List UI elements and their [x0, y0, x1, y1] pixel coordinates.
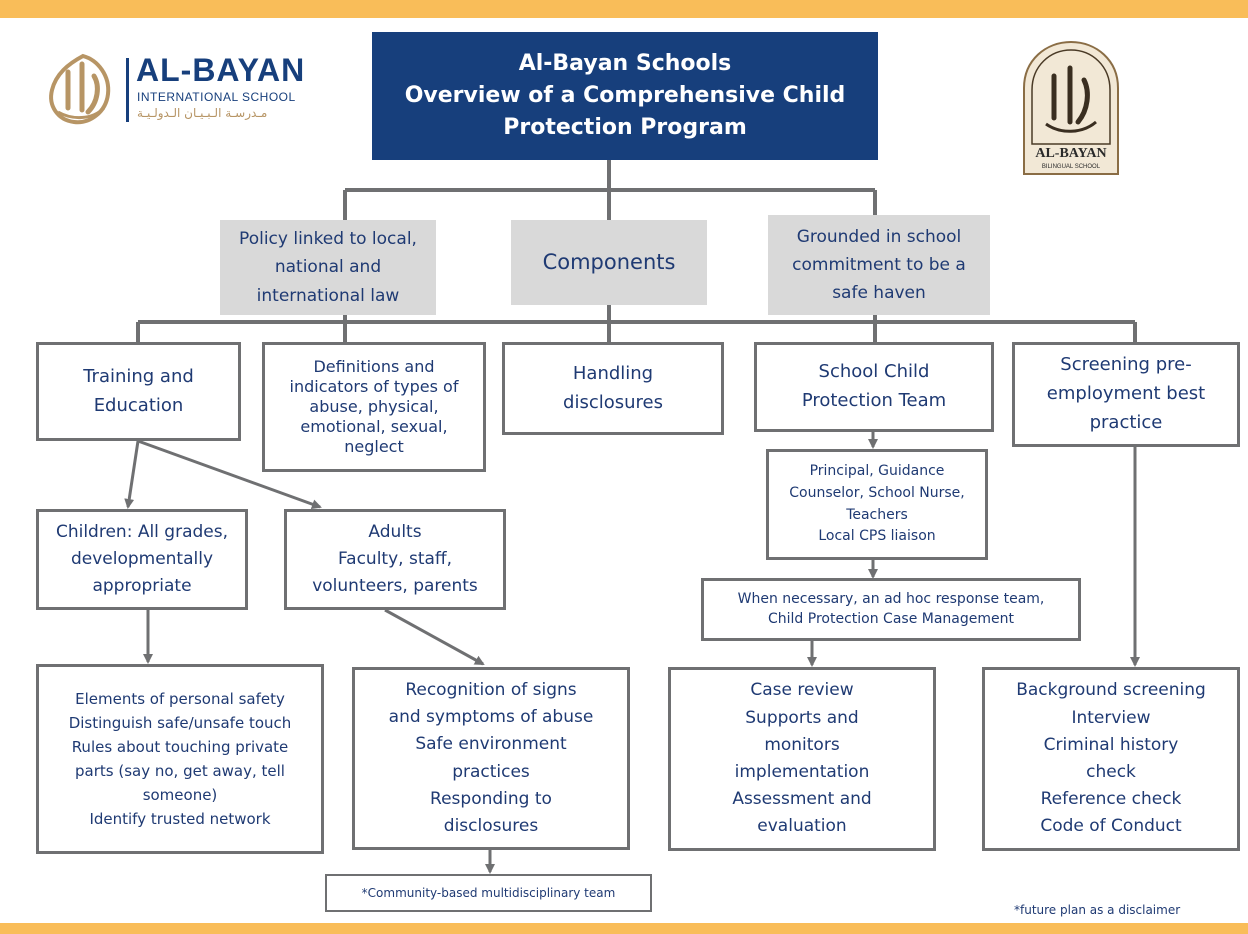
- title-text: Al-Bayan Schools Overview of a Comprehen…: [404, 51, 846, 140]
- adhoc-team-box: When necessary, an ad hoc response team,…: [701, 578, 1081, 641]
- screening-box: Screening pre- employment best practice: [1012, 342, 1240, 447]
- children-details-box: Elements of personal safety Distinguish …: [36, 664, 324, 854]
- handling-text: Handling disclosures: [563, 362, 663, 413]
- screening-details-box: Background screening Interview Criminal …: [982, 667, 1240, 851]
- team-members-text: Principal, Guidance Counselor, School Nu…: [789, 463, 965, 545]
- grounded-box: Grounded in school commitment to be a sa…: [768, 215, 990, 315]
- community-text: *Community-based multidisciplinary team: [361, 885, 616, 900]
- screening-text: Screening pre- employment best practice: [1046, 354, 1206, 433]
- training-text: Training and Education: [83, 365, 194, 416]
- community-team-box: *Community-based multidisciplinary team: [325, 874, 652, 912]
- logo-arabic: مـدرسـة الـبـيـان الـدولـيـة: [137, 106, 268, 120]
- protection-team-box: School Child Protection Team: [754, 342, 994, 432]
- arched-emblem-icon: [1023, 40, 1119, 175]
- definitions-box: Definitions and indicators of types of a…: [262, 342, 486, 472]
- components-text: Components: [542, 250, 676, 275]
- case-management-box: Case review Supports and monitors implem…: [668, 667, 936, 851]
- logo-right-name: AL-BAYAN: [1035, 146, 1107, 161]
- footnote: *future plan as a disclaimer: [1014, 903, 1181, 917]
- calligraphy-emblem-icon: [49, 53, 111, 125]
- children-box: Children: All grades, developmentally ap…: [36, 509, 248, 610]
- adults-box: Adults Faculty, staff, volunteers, paren…: [284, 509, 506, 610]
- adults-text: Adults Faculty, staff, volunteers, paren…: [312, 521, 478, 597]
- components-box: Components: [511, 220, 707, 305]
- logo-subtitle: INTERNATIONAL SCHOOL: [137, 90, 296, 104]
- training-education-box: Training and Education: [36, 342, 241, 441]
- team-members-box: Principal, Guidance Counselor, School Nu…: [766, 449, 988, 560]
- al-bayan-bilingual-logo: AL-BAYAN BILINGUAL SCHOOL: [1020, 38, 1122, 178]
- logo-name: AL-BAYAN: [136, 52, 306, 88]
- children-details-text: Elements of personal safety Distinguish …: [68, 690, 292, 828]
- logo-divider: [126, 58, 129, 122]
- definitions-text: Definitions and indicators of types of a…: [289, 357, 459, 456]
- top-band: [0, 0, 1248, 18]
- policy-box: Policy linked to local, national and int…: [220, 220, 436, 315]
- adhoc-text: When necessary, an ad hoc response team,…: [737, 590, 1045, 627]
- logo-right-subtitle: BILINGUAL SCHOOL: [1041, 164, 1101, 170]
- adults-details-box: Recognition of signs and symptoms of abu…: [352, 667, 630, 850]
- al-bayan-international-logo: AL-BAYAN INTERNATIONAL SCHOOL مـدرسـة ال…: [38, 50, 338, 130]
- grounded-text: Grounded in school commitment to be a sa…: [792, 226, 966, 304]
- adults-details-text: Recognition of signs and symptoms of abu…: [388, 679, 594, 836]
- children-text: Children: All grades, developmentally ap…: [55, 521, 229, 597]
- team-text: School Child Protection Team: [801, 361, 947, 411]
- policy-text: Policy linked to local, national and int…: [239, 229, 417, 306]
- page-title: Al-Bayan Schools Overview of a Comprehen…: [372, 32, 878, 160]
- handling-disclosures-box: Handling disclosures: [502, 342, 724, 435]
- screening-details-text: Background screening Interview Criminal …: [1016, 680, 1206, 837]
- bottom-band: [0, 923, 1248, 934]
- case-text: Case review Supports and monitors implem…: [732, 680, 872, 837]
